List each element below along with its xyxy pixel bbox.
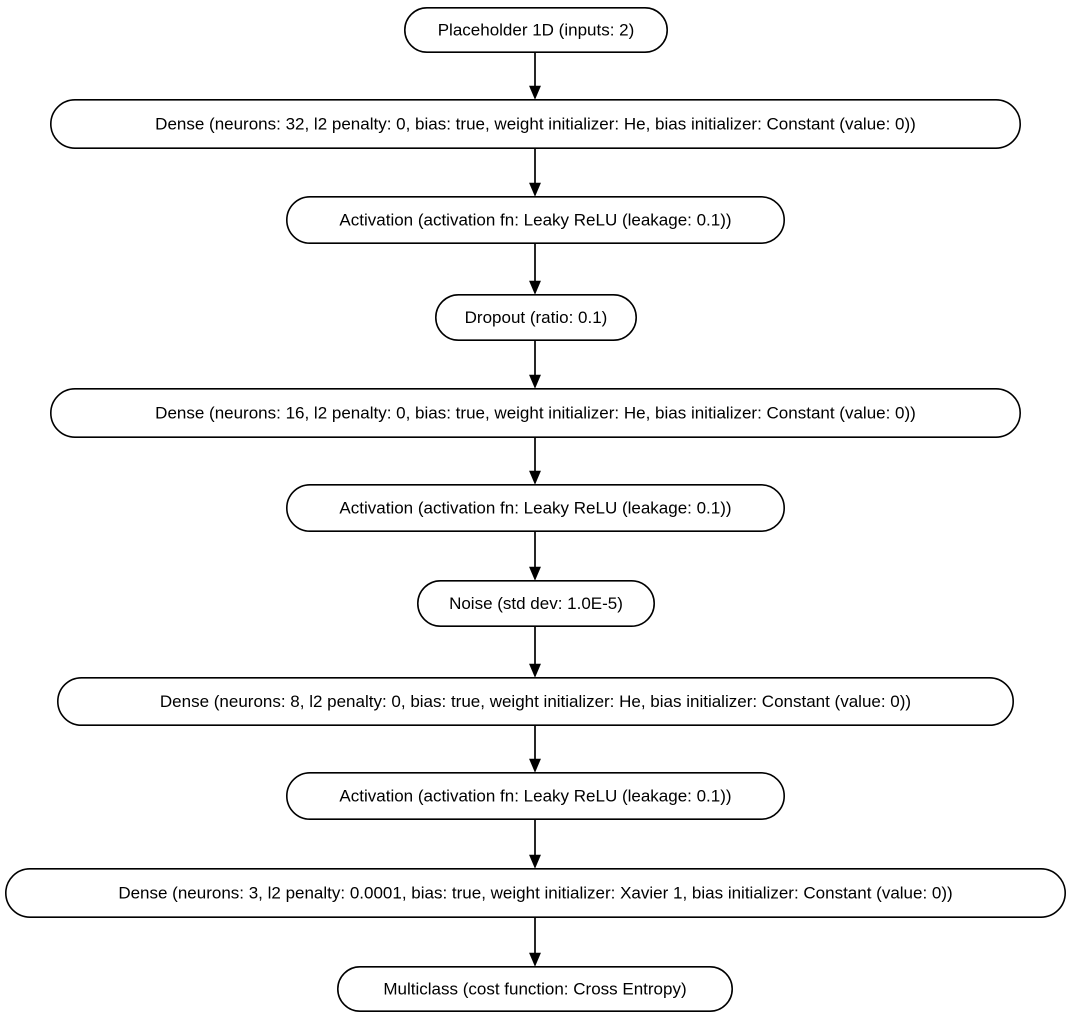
node-activation-2[interactable]: Activation (activation fn: Leaky ReLU (l… (285, 483, 785, 532)
node-shape-dense-32 (49, 99, 1022, 150)
node-noise-1[interactable]: Noise (std dev: 1.0E-5) (416, 579, 655, 627)
node-shape-activation-3 (285, 771, 785, 820)
edge-dense-3-to-multiclass (529, 918, 541, 967)
node-label-activation-3: Activation (activation fn: Leaky ReLU (l… (339, 786, 731, 805)
edge-arrowhead-icon (529, 663, 541, 678)
node-label-activation-1: Activation (activation fn: Leaky ReLU (l… (339, 210, 731, 229)
edge-arrowhead-icon (529, 758, 541, 773)
node-dense-32[interactable]: Dense (neurons: 32, l2 penalty: 0, bias:… (49, 99, 1022, 150)
edge-dropout-1-to-dense-16 (529, 341, 541, 389)
node-dense-8[interactable]: Dense (neurons: 8, l2 penalty: 0, bias: … (56, 676, 1015, 726)
node-label-noise-1: Noise (std dev: 1.0E-5) (449, 594, 623, 613)
edge-arrowhead-icon (529, 374, 541, 389)
edge-dense-32-to-activation-1 (529, 149, 541, 197)
node-dropout-1[interactable]: Dropout (ratio: 0.1) (434, 293, 637, 341)
edge-arrowhead-icon (529, 952, 541, 967)
node-shape-dense-3 (5, 867, 1067, 918)
node-dense-16[interactable]: Dense (neurons: 16, l2 penalty: 0, bias:… (49, 387, 1022, 438)
nodes-layer: Placeholder 1D (inputs: 2) Dense (neurons… (5, 7, 1067, 1012)
edge-activation-3-to-dense-3 (529, 820, 541, 869)
edge-noise-1-to-dense-8 (529, 627, 541, 678)
node-shape-placeholder-1d (403, 7, 668, 54)
node-label-activation-2: Activation (activation fn: Leaky ReLU (l… (339, 498, 731, 517)
node-label-dense-8: Dense (neurons: 8, l2 penalty: 0, bias: … (160, 692, 911, 711)
edge-arrowhead-icon (529, 85, 541, 100)
edge-arrowhead-icon (529, 182, 541, 197)
edges-layer (529, 53, 541, 967)
edge-arrowhead-icon (529, 566, 541, 581)
node-shape-activation-1 (285, 196, 785, 245)
edge-arrowhead-icon (529, 280, 541, 295)
edge-dense-16-to-activation-2 (529, 438, 541, 485)
edge-placeholder-1d-to-dense-32 (529, 53, 541, 100)
edge-dense-8-to-activation-3 (529, 726, 541, 773)
node-label-dense-3: Dense (neurons: 3, l2 penalty: 0.0001, b… (118, 883, 952, 902)
edge-activation-1-to-dropout-1 (529, 244, 541, 295)
node-label-dense-16: Dense (neurons: 16, l2 penalty: 0, bias:… (155, 403, 916, 422)
node-shape-multiclass (336, 965, 733, 1012)
node-dense-3[interactable]: Dense (neurons: 3, l2 penalty: 0.0001, b… (5, 867, 1067, 918)
edge-arrowhead-icon (529, 854, 541, 869)
node-activation-3[interactable]: Activation (activation fn: Leaky ReLU (l… (285, 771, 785, 820)
node-label-placeholder-1d: Placeholder 1D (inputs: 2) (438, 20, 635, 39)
node-label-dense-32: Dense (neurons: 32, l2 penalty: 0, bias:… (155, 114, 916, 133)
edge-arrowhead-icon (529, 470, 541, 485)
node-shape-noise-1 (416, 579, 655, 627)
node-placeholder-1d[interactable]: Placeholder 1D (inputs: 2) (403, 7, 668, 54)
node-activation-1[interactable]: Activation (activation fn: Leaky ReLU (l… (285, 196, 785, 245)
node-shape-dense-16 (49, 387, 1022, 438)
node-label-multiclass: Multiclass (cost function: Cross Entropy… (383, 979, 686, 998)
node-multiclass[interactable]: Multiclass (cost function: Cross Entropy… (336, 965, 733, 1012)
edge-activation-2-to-noise-1 (529, 532, 541, 581)
node-shape-dropout-1 (434, 293, 637, 341)
node-shape-dense-8 (56, 676, 1015, 726)
node-shape-activation-2 (285, 483, 785, 532)
node-label-dropout-1: Dropout (ratio: 0.1) (465, 308, 608, 327)
